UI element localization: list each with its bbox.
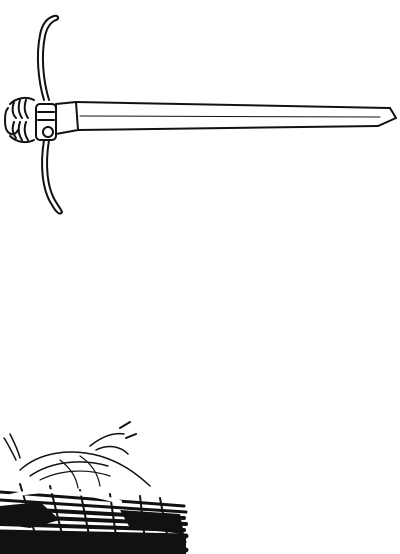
guard-rivet [42,126,54,138]
lower-quillon [41,139,63,215]
upper-quillon-inner [41,19,57,101]
upper-quillon [36,15,55,101]
blade-fuller [79,115,381,118]
blade-bottom-edge [77,125,379,131]
sword-illustration [4,14,397,215]
upper-quillon-tip [53,14,60,21]
lower-quillon-inner [46,139,63,213]
ricasso [55,101,79,135]
pommel [4,107,19,136]
blade-top-edge [75,101,391,109]
blade-point [377,107,397,127]
straw-bundle-illustration [0,421,189,554]
grip-top [9,96,35,105]
grip-bottom [9,135,35,144]
